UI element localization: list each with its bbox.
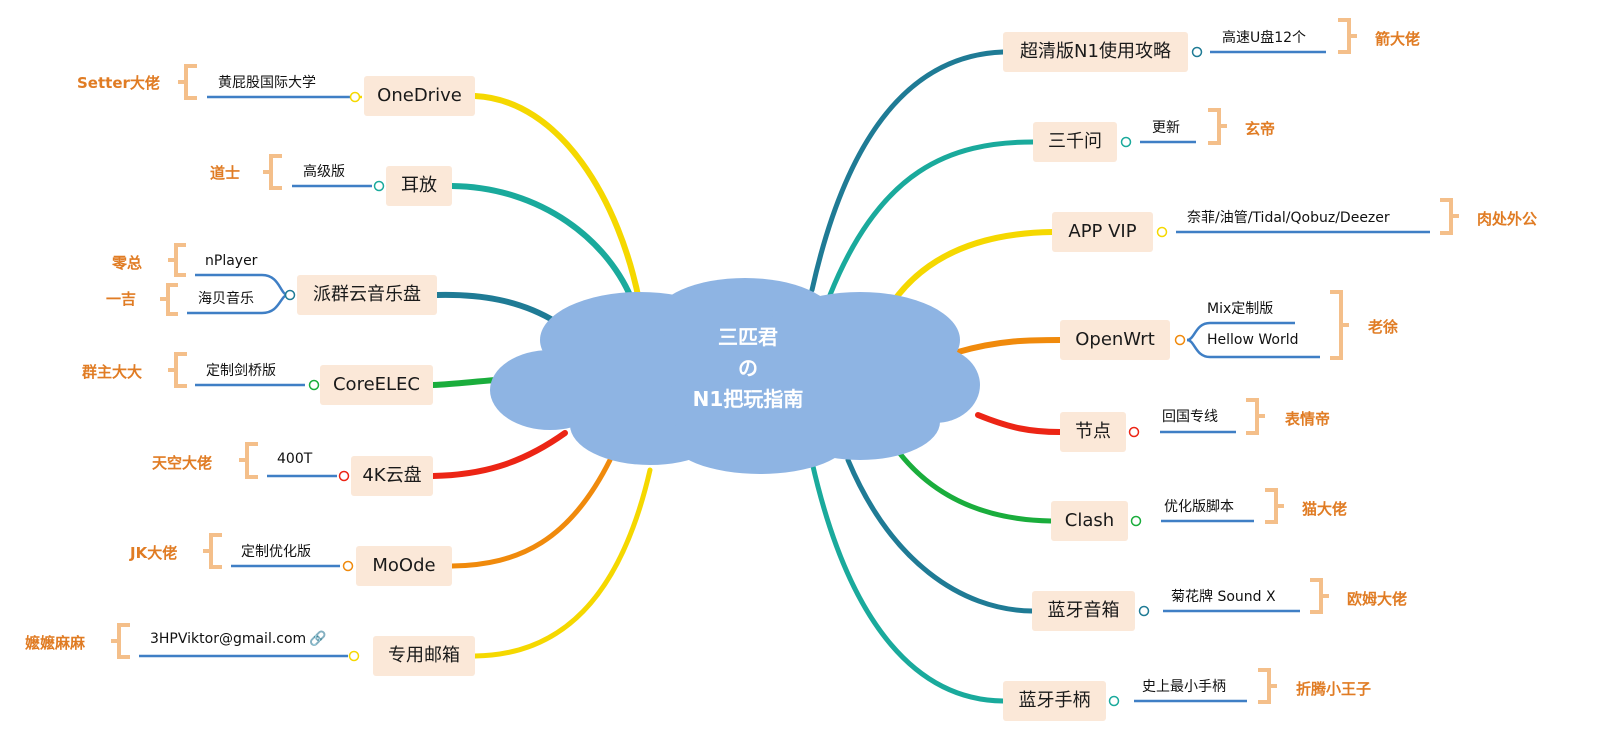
email-address[interactable]: 3HPViktor@gmail.com [150,631,307,647]
topic-onedrive[interactable]: OneDrive [364,76,475,116]
collapse-circle-icon[interactable] [308,379,320,391]
subtopic-item[interactable]: 回国专线 [1162,409,1218,425]
subtopic-item[interactable]: 史上最小手柄 [1142,679,1226,695]
topic-sanqianwen[interactable]: 三千问 [1033,122,1117,162]
credit-label: Setter大佬 [77,74,160,92]
collapse-circle-icon[interactable] [373,180,385,192]
topic-paiqun[interactable]: 派群云音乐盘 [297,275,437,315]
subtopic-item[interactable]: Hellow World [1207,332,1299,348]
subtopic-email[interactable]: 3HPViktor@gmail.com🔗 [150,631,327,647]
subtopic-item[interactable]: Mix定制版 [1207,301,1274,317]
topic-jiedian[interactable]: 节点 [1060,412,1126,452]
credit-label: 天空大佬 [152,454,213,472]
topic-clash[interactable]: Clash [1051,501,1128,541]
topic-bt-speaker[interactable]: 蓝牙音箱 [1032,591,1135,631]
branch-coreelec [430,377,499,388]
branch-gamepad [809,459,1006,704]
collapse-circle-icon[interactable] [1138,605,1150,617]
collapse-circle-icon[interactable] [1108,695,1120,707]
subtopic-item[interactable]: 黄屁股国际大学 [218,75,316,91]
branch-sanqian [827,139,1036,298]
subtopic-item[interactable]: 菊花牌 Sound X [1171,589,1276,605]
branch-speaker [845,457,1035,614]
collapse-circle-icon[interactable] [284,289,296,301]
topic-n1-guide[interactable]: 超清版N1使用攻略 [1003,32,1188,72]
subtopic-item[interactable]: nPlayer [205,253,258,269]
topic-bt-gamepad[interactable]: 蓝牙手柄 [1003,681,1106,721]
left-sub-lines [111,64,372,659]
branch-4k [430,430,568,479]
collapse-circle-icon[interactable] [349,91,361,103]
branch-paiqun [434,291,559,325]
credit-label: 一吉 [106,290,137,308]
credit-label: JK大佬 [130,544,178,562]
collapse-circle-icon[interactable] [348,650,360,662]
subtopic-item[interactable]: 高速U盘12个 [1222,30,1307,46]
collapse-circle-icon[interactable] [1191,46,1203,58]
subtopic-item[interactable]: 优化版脚本 [1164,499,1234,515]
topic-coreelec[interactable]: CoreELEC [320,365,433,405]
subtopic-item[interactable]: 海贝音乐 [198,291,254,307]
central-topic[interactable]: 三匹君 の N1把玩指南 [648,322,848,415]
central-topic-line: 三匹君 [718,325,778,349]
credit-label: 猫大佬 [1302,500,1348,518]
collapse-circle-icon[interactable] [1174,334,1186,346]
branch-appvip [890,229,1055,305]
branch-erfang [449,183,637,308]
branch-email [472,467,653,659]
collapse-circle-icon[interactable] [1120,136,1132,148]
topic-erfang[interactable]: 耳放 [386,166,452,206]
topic-email[interactable]: 专用邮箱 [373,636,475,676]
credit-label: 箭大佬 [1375,30,1421,48]
credit-label: 折腾小王子 [1296,680,1372,698]
branch-guide [809,49,1006,293]
collapse-circle-icon[interactable] [342,560,354,572]
credit-label: 嬷嬷麻麻 [25,634,86,652]
collapse-circle-icon[interactable] [1156,226,1168,238]
subtopic-item[interactable]: 奈菲/油管/Tidal/Qobuz/Deezer [1187,210,1390,226]
collapse-circle-icon[interactable] [1130,515,1142,527]
central-topic-line: N1把玩指南 [692,387,804,411]
credit-label: 群主大大 [82,363,143,381]
subtopic-item[interactable]: 高级版 [303,164,345,180]
credit-label: 零总 [112,254,143,272]
topic-app-vip[interactable]: APP VIP [1052,212,1153,252]
branch-onedrive [472,93,643,308]
collapse-circle-icon[interactable] [338,470,350,482]
branch-moode [449,457,613,569]
branch-openwrt [955,337,1063,355]
right-sub-lines [1134,18,1459,704]
branch-lines [430,49,1063,704]
credit-label: 欧姆大佬 [1347,590,1408,608]
credit-label: 表情帝 [1285,410,1331,428]
branch-clash [887,437,1054,524]
branch-jiedian [975,412,1063,435]
credit-label: 肉处外公 [1477,210,1538,228]
central-topic-line: の [738,356,758,380]
topic-openwrt[interactable]: OpenWrt [1060,320,1170,360]
topic-moode[interactable]: MoOde [356,546,452,586]
collapse-circle-icon[interactable] [1128,426,1140,438]
central-cloud[interactable] [490,278,980,474]
link-icon[interactable]: 🔗 [309,631,327,647]
subtopic-item[interactable]: 更新 [1152,120,1180,136]
collapse-circles[interactable] [284,46,1203,707]
subtopic-item[interactable]: 定制剑桥版 [206,363,276,379]
subtopic-item[interactable]: 400T [277,451,313,467]
credit-label: 道士 [210,164,241,182]
credit-label: 老徐 [1368,318,1399,336]
topic-4k-cloud[interactable]: 4K云盘 [351,456,433,496]
credit-label: 玄帝 [1245,120,1276,138]
subtopic-item[interactable]: 定制优化版 [241,544,311,560]
